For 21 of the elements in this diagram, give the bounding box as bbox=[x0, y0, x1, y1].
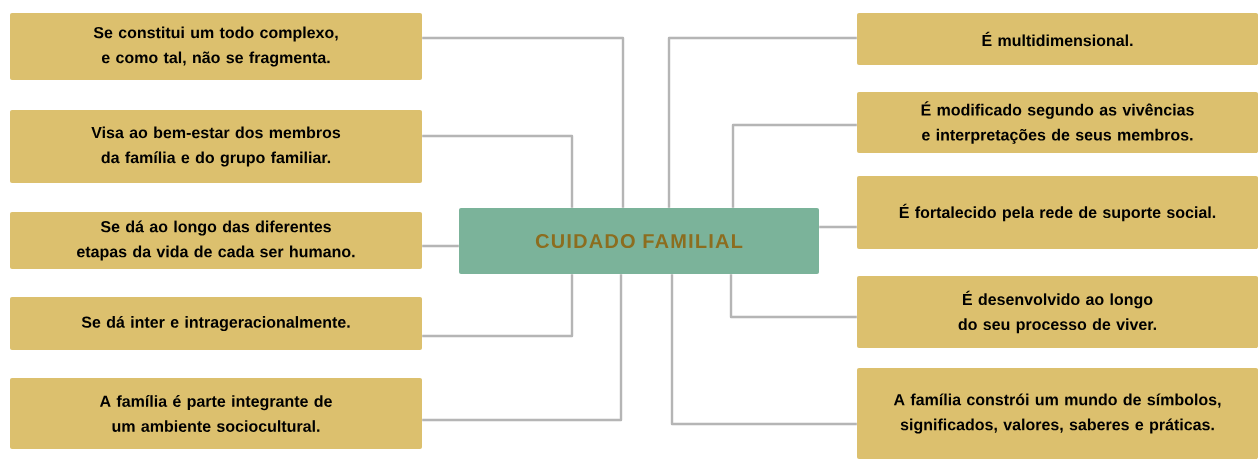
connector-line bbox=[667, 36, 857, 208]
connector-line bbox=[729, 274, 857, 319]
statement-box: A família constrói um mundo de símbolos, significados, valores, saberes e práticas. bbox=[857, 368, 1258, 459]
statement-box: É desenvolvido ao longo do seu processo de viver. bbox=[857, 276, 1258, 348]
connector-line bbox=[731, 123, 857, 208]
statement-box: É fortalecido pela rede de suporte social. bbox=[857, 176, 1258, 249]
connector-line bbox=[819, 225, 857, 229]
statement-box: É multidimensional. bbox=[857, 13, 1258, 65]
topic-box: CUIDADO FAMILIAL bbox=[459, 208, 819, 274]
statement-box: A família é parte integrante de um ambiente sociocultural. bbox=[10, 378, 422, 449]
connector-line bbox=[422, 244, 459, 248]
connector-line bbox=[670, 274, 857, 426]
connector-line bbox=[422, 274, 623, 422]
statement-box: Se dá inter e intrageracionalmente. bbox=[10, 297, 422, 350]
statement-box: Se dá ao longo das diferentes etapas da vida de cada ser humano. bbox=[10, 212, 422, 269]
connector-line bbox=[422, 36, 625, 208]
connector-line bbox=[422, 134, 574, 208]
statement-box: É modificado segundo as vivências e interpretações de seus membros. bbox=[857, 92, 1258, 153]
statement-box: Visa ao bem-estar dos membros da família e do grupo familiar. bbox=[10, 110, 422, 183]
statement-box: Se constitui um todo complexo, e como tal, não se fragmenta. bbox=[10, 13, 422, 80]
connector-line bbox=[422, 274, 574, 338]
